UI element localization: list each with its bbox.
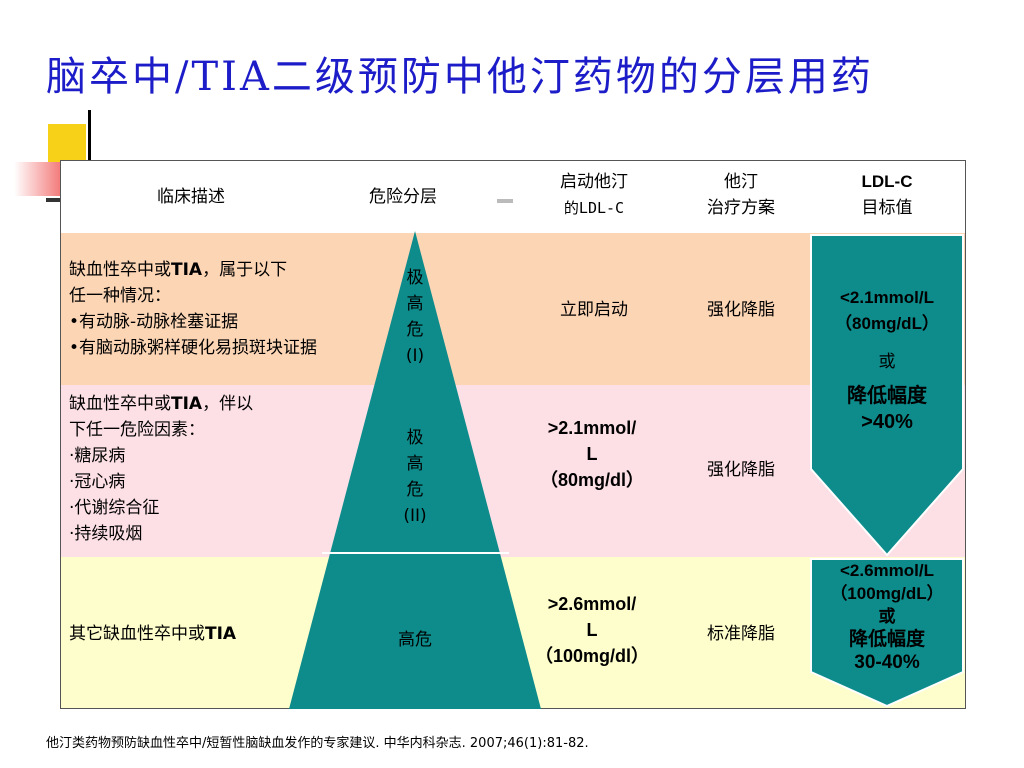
row2-plan: 强化降脂 (707, 460, 775, 480)
row1-description: 缺血性卒中或TIA，属于以下 任一种情况： •有动脉-动脉栓塞证据 •有脑动脉粥… (69, 260, 318, 358)
header-clinical: 临床描述 (157, 187, 225, 207)
row3-risk-label: 高危 (398, 630, 432, 650)
target-arrow-lower (810, 558, 964, 708)
row3-plan: 标准降脂 (707, 624, 775, 644)
target-lower-text: <2.6mmol/L （100mg/dL） 或 降低幅度 30-40% (830, 561, 944, 673)
row1-risk-label: 极高危(I) (405, 268, 425, 366)
header-risk: 危险分层 (369, 187, 437, 207)
row2-description: 缺血性卒中或TIA，伴以 下任一危险因素： ·糖尿病 ·冠心病 ·代谢综合征 ·… (69, 394, 254, 544)
risk-pyramid (289, 231, 541, 709)
target-upper-text: <2.1mmol/L （80mg/dL） 或 降低幅度 >40% (835, 288, 939, 433)
row2-start: >2.1mmol/L（80mg/dl） (539, 418, 645, 490)
reference-footnote: 他汀类药物预防缺血性卒中/短暂性脑缺血发作的专家建议. 中华内科杂志. 2007… (46, 736, 589, 751)
header-plan: 他汀治疗方案 (707, 172, 775, 218)
header-dash (497, 199, 513, 203)
row1-start: 立即启动 (560, 300, 628, 320)
target-arrow-upper (810, 234, 964, 557)
row2-risk-label: 极高危(II) (403, 428, 427, 526)
row3-description: 其它缺血性卒中或TIA (69, 624, 237, 644)
slide-title: 脑卒中/TIA二级预防中他汀药物的分层用药 (46, 54, 874, 100)
row3-start: >2.6mmol/L（100mg/dl） (534, 594, 650, 666)
row1-plan: 强化降脂 (707, 300, 775, 320)
header-start-ldl: 启动他汀的LDL-C (560, 172, 628, 217)
decorative-squares (0, 110, 120, 210)
